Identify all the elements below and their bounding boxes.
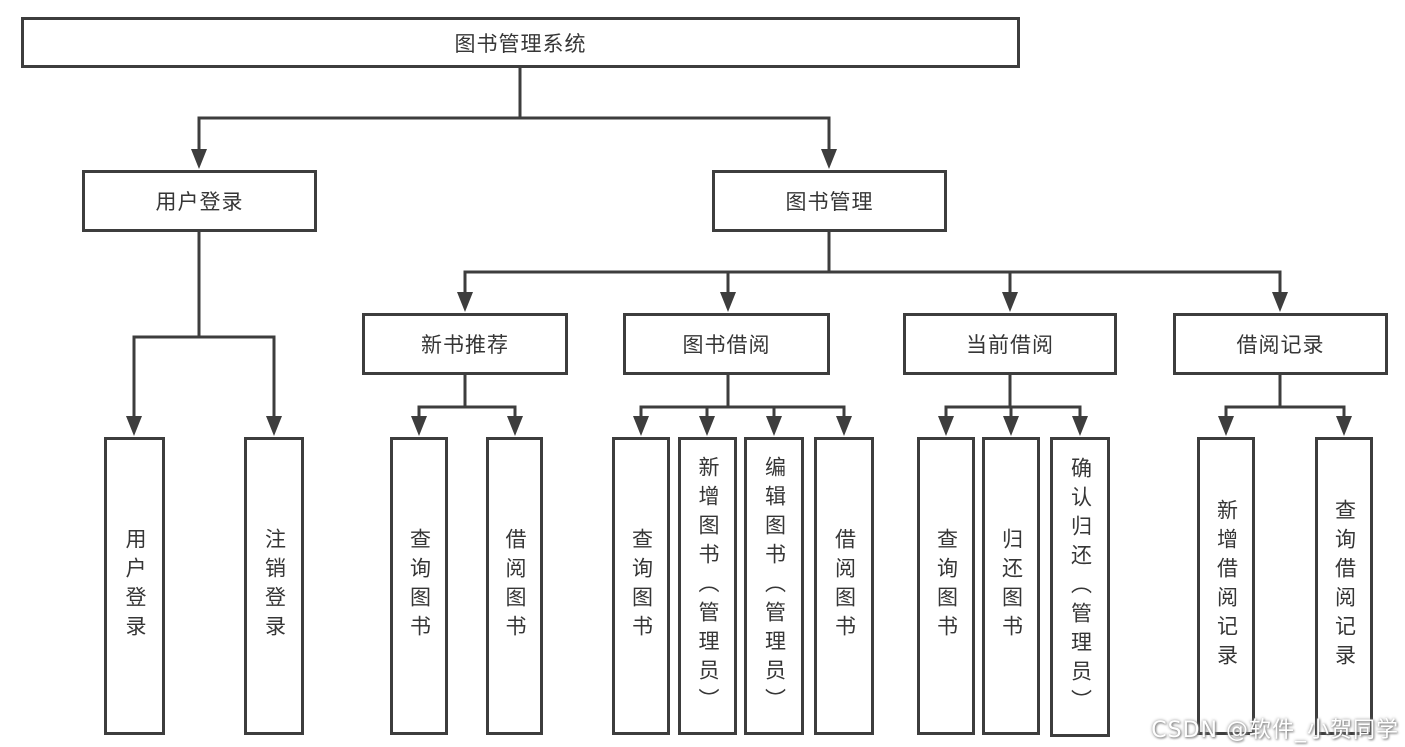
leaf-borrow-query-books: 查询图书 [612, 437, 670, 735]
leaf-user-login-label: 用户登录 [123, 528, 147, 644]
leaf-current-confirm-return-admin-label: 确认归还（管理员） [1068, 456, 1093, 718]
node-borrow-records-label: 借阅记录 [1236, 333, 1325, 357]
leaf-newbook-borrow-books-label: 借阅图书 [503, 528, 527, 644]
leaf-borrow-edit-books-admin: 编辑图书（管理员） [744, 437, 804, 735]
leaf-records-add-record: 新增借阅记录 [1197, 437, 1255, 735]
node-root-system: 图书管理系统 [21, 17, 1020, 68]
leaf-borrow-add-books-admin: 新增图书（管理员） [678, 437, 737, 735]
node-book-borrow-label: 图书借阅 [682, 333, 771, 357]
leaf-current-return-books-label: 归还图书 [999, 528, 1024, 644]
node-new-book-recommend-label: 新书推荐 [421, 333, 509, 357]
node-root-label: 图书管理系统 [454, 31, 587, 56]
leaf-logout: 注销登录 [244, 437, 304, 735]
leaf-records-query-record-label: 查询借阅记录 [1332, 499, 1357, 673]
node-new-book-recommend: 新书推荐 [362, 313, 568, 375]
leaf-newbook-borrow-books: 借阅图书 [486, 437, 543, 735]
leaf-newbook-query-books-label: 查询图书 [407, 528, 432, 644]
leaf-borrow-query-books-label: 查询图书 [629, 528, 654, 644]
leaf-logout-label: 注销登录 [262, 528, 287, 644]
csdn-watermark: CSDN @软件_小贺同学 [1151, 718, 1399, 743]
leaf-current-confirm-return-admin: 确认归还（管理员） [1050, 437, 1110, 737]
arrowheads [126, 149, 1352, 436]
leaf-records-add-record-label: 新增借阅记录 [1214, 499, 1239, 673]
node-borrow-records: 借阅记录 [1173, 313, 1388, 375]
node-user-login-label: 用户登录 [155, 190, 244, 214]
leaf-borrow-borrow-books: 借阅图书 [814, 437, 874, 735]
node-current-borrow: 当前借阅 [903, 313, 1117, 375]
leaf-current-return-books: 归还图书 [982, 437, 1040, 735]
leaf-borrow-add-books-admin-label: 新增图书（管理员） [696, 455, 720, 717]
leaf-borrow-edit-books-admin-label: 编辑图书（管理员） [762, 455, 787, 717]
leaf-records-query-record: 查询借阅记录 [1315, 437, 1373, 735]
node-user-login: 用户登录 [82, 170, 317, 232]
leaf-borrow-borrow-books-label: 借阅图书 [832, 528, 857, 644]
leaf-current-query-books: 查询图书 [917, 437, 975, 735]
node-book-management: 图书管理 [712, 170, 947, 232]
leaf-current-query-books-label: 查询图书 [934, 528, 959, 644]
node-current-borrow-label: 当前借阅 [966, 333, 1054, 357]
node-book-borrow: 图书借阅 [623, 313, 830, 375]
leaf-newbook-query-books: 查询图书 [390, 437, 448, 735]
leaf-user-login: 用户登录 [104, 437, 165, 735]
node-book-management-label: 图书管理 [785, 190, 874, 214]
